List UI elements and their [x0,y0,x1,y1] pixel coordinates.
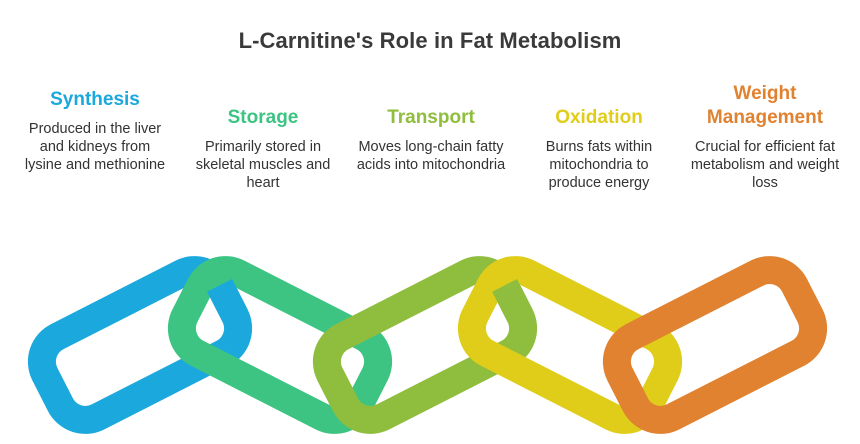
stage-oxidation: Oxidation Burns fats within mitochondria… [524,106,674,192]
chain-link-transport-overlap [317,279,533,411]
stage-synthesis: Synthesis Produced in the liver and kidn… [20,88,170,174]
stage-heading-oxidation: Oxidation [555,107,643,128]
stage-heading-synthesis: Synthesis [50,89,140,110]
stage-heading-management: Management [706,107,824,128]
stage-heading-weight: Weight [733,83,797,104]
chain-link-weight-management [602,256,828,434]
stage-description-weight-management: Crucial for efficient fat metabolism and… [690,139,840,191]
stage-weight-management: Weight Management Crucial for efficient … [690,82,840,192]
chain-link-weight-management-overlap [607,367,648,411]
stage-heading-transport: Transport [387,107,475,128]
stage-storage: Storage Primarily stored in skeletal mus… [188,106,338,192]
chain-link-oxidation [457,256,683,434]
diagram-title: L-Carnitine's Role in Fat Metabolism [238,28,622,53]
stage-heading-storage: Storage [227,107,299,128]
stage-description-oxidation: Burns fats within mitochondria to produc… [545,139,653,191]
stage-transport: Transport Moves long-chain fatty acids i… [356,106,506,174]
chain-link-storage [167,256,393,434]
stage-description-storage: Primarily stored in skeletal muscles and… [195,139,331,191]
stage-description-transport: Moves long-chain fatty acids into mitoch… [356,139,506,173]
chain-link-synthesis-overlap [207,279,248,323]
stage-description-synthesis: Produced in the liver and kidneys from l… [24,121,166,173]
